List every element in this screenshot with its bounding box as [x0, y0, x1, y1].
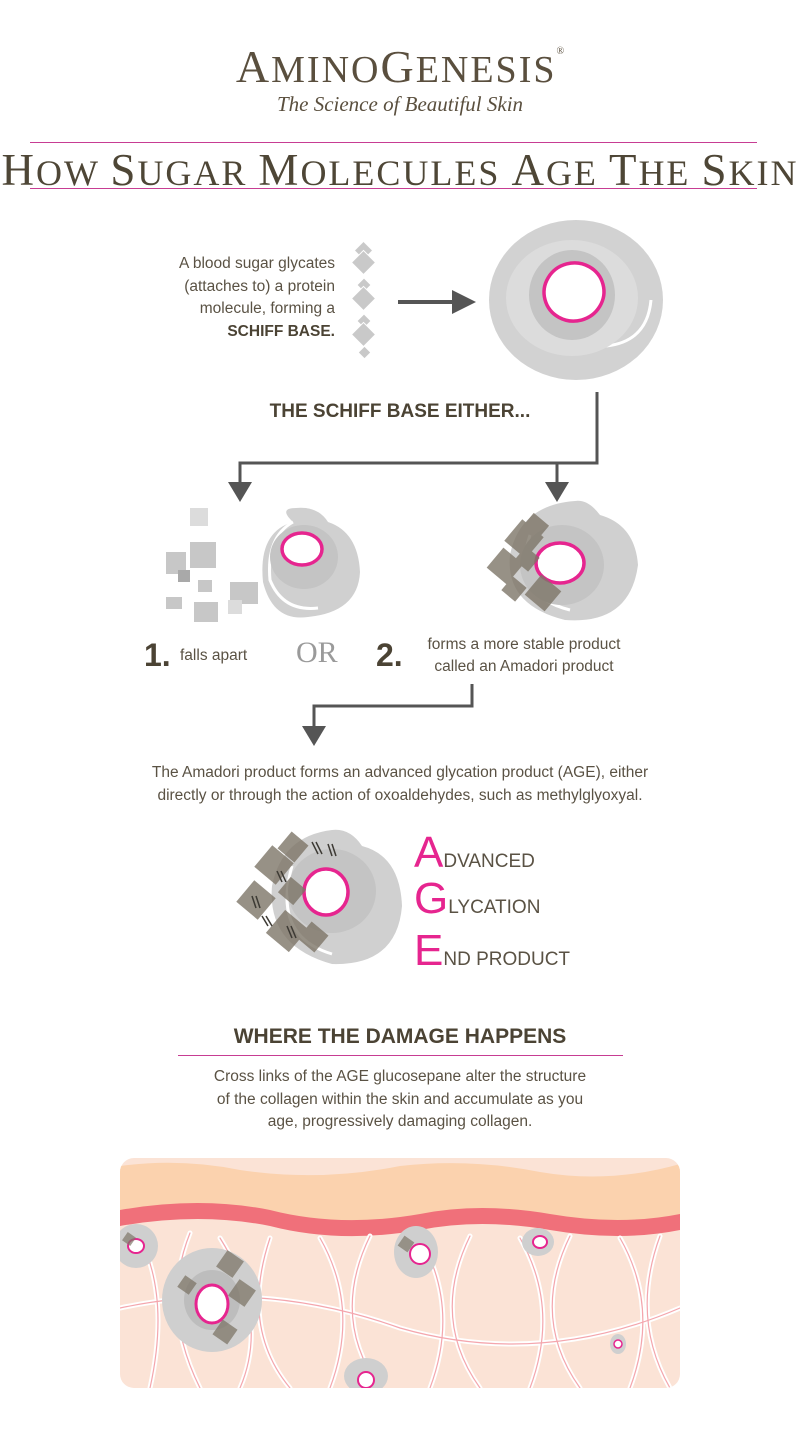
title-rule-top [30, 142, 757, 143]
damage-rule [178, 1055, 623, 1056]
or-label: OR [296, 636, 338, 669]
age-advanced: ADVANCED [414, 828, 535, 877]
option-1-text: falls apart [180, 647, 248, 664]
diamond-chain-icon [350, 240, 377, 360]
schiff-base-heading: THE SCHIFF BASE EITHER... [269, 401, 531, 422]
age-end-product: END PRODUCT [414, 926, 571, 975]
damage-text: Cross links of the AGE glucosepane alter… [213, 1068, 587, 1130]
damage-heading: WHERE THE DAMAGE HAPPENS [233, 1025, 567, 1048]
title-rule-bottom [30, 188, 757, 189]
arrow-icon [398, 290, 476, 314]
option-2-text: forms a more stable product called an Am… [427, 636, 621, 675]
option-2-number: 2. [376, 637, 403, 673]
skin-cross-section-illustration [120, 1158, 680, 1388]
protein-cell-icon [489, 220, 663, 380]
amadori-cell-icon [486, 500, 638, 621]
amadori-text: The Amadori product forms an advanced gl… [151, 764, 649, 804]
intro-text: A blood sugar glycates (attaches to) a p… [179, 255, 335, 340]
age-glycation: GLYCATION [414, 874, 541, 923]
down-arrow-icon [302, 684, 474, 746]
falls-apart-cell-icon [166, 507, 360, 622]
page-title: HOW SUGAR MOLECULES AGE THE SKIN [1, 145, 799, 195]
age-cell-icon [236, 829, 402, 965]
brand-tagline: The Science of Beautiful Skin [276, 92, 524, 116]
brand-logo: AMINOGENESIS® [235, 41, 565, 92]
branch-arrows-icon [228, 392, 599, 502]
option-1-number: 1. [144, 637, 171, 673]
